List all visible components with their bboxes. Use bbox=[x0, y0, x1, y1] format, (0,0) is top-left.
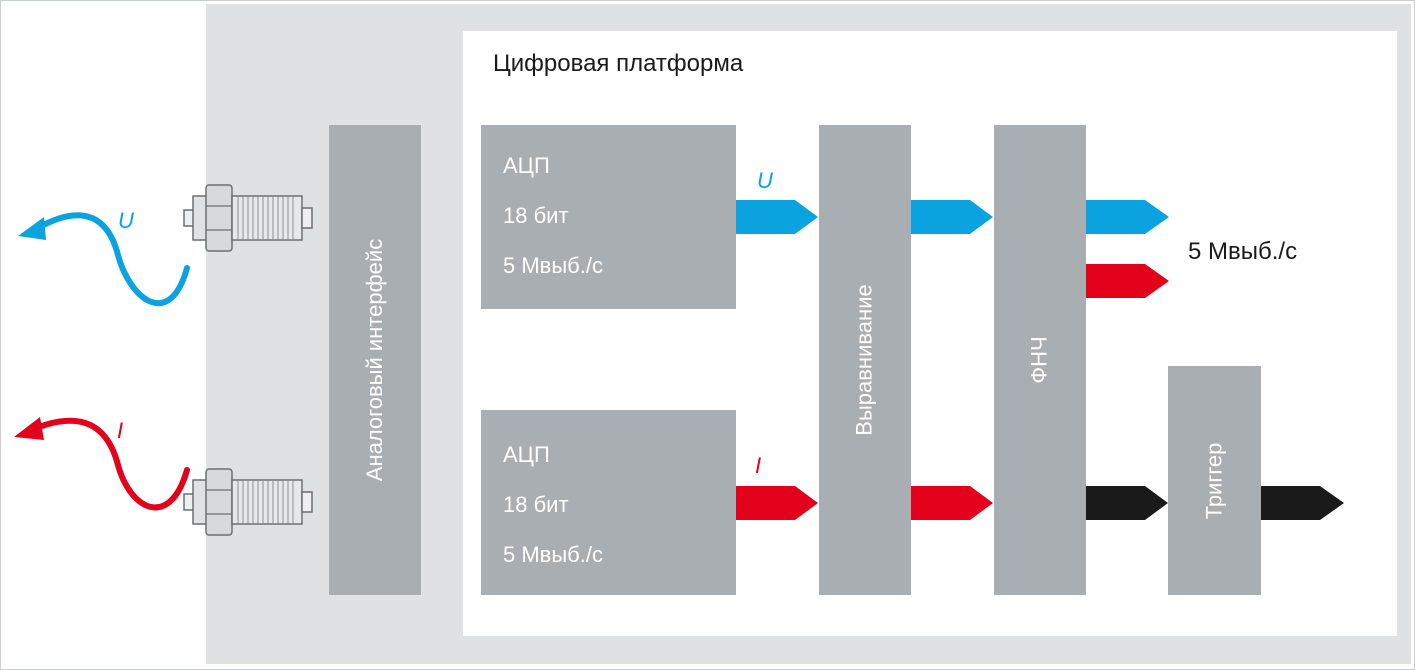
output-rate-label: 5 Мвыб./с bbox=[1188, 238, 1298, 265]
arrow-lpf-to-trigger bbox=[1086, 486, 1168, 520]
i-signal-label-input: I bbox=[117, 418, 124, 443]
alignment-block: Выравнивание bbox=[819, 125, 911, 595]
u-arrow-adc-to-alignment bbox=[736, 200, 818, 234]
u-arrow-alignment-to-lpf bbox=[911, 200, 993, 234]
u-signal-label-input: U bbox=[118, 208, 134, 233]
i-arrow-lpf-output bbox=[1086, 264, 1169, 298]
adc-i-bits: 18 бит bbox=[503, 492, 569, 517]
adc-u-block: АЦП 18 бит 5 Мвыб./с bbox=[481, 125, 736, 309]
i-wave-arrowhead-icon bbox=[14, 417, 44, 440]
adc-i-block: АЦП 18 бит 5 Мвыб./с bbox=[481, 410, 736, 595]
u-arrow-lpf-output bbox=[1086, 200, 1169, 234]
i-arrow-adc-to-alignment bbox=[736, 486, 818, 520]
i-sine-wave-icon bbox=[33, 417, 190, 511]
u-wave-arrowhead-icon bbox=[18, 217, 46, 240]
adc-i-title: АЦП bbox=[503, 442, 550, 467]
adc-u-title: АЦП bbox=[503, 153, 550, 178]
adc-u-rate: 5 Мвыб./с bbox=[503, 253, 603, 278]
platform-title: Цифровая платформа bbox=[493, 50, 744, 77]
u-signal-label-adc: U bbox=[757, 168, 773, 193]
u-sine-wave-icon bbox=[35, 212, 190, 307]
i-arrow-alignment-to-lpf bbox=[911, 486, 993, 520]
bnc-connector-icon bbox=[183, 184, 313, 252]
i-signal-label-adc: I bbox=[755, 453, 762, 478]
adc-i-rate: 5 Мвыб./с bbox=[503, 542, 603, 567]
arrow-trigger-output bbox=[1261, 486, 1344, 520]
lpf-block: ФНЧ bbox=[994, 125, 1086, 595]
trigger-block: Триггер bbox=[1168, 366, 1261, 595]
bnc-connector-icon bbox=[183, 468, 313, 536]
analog-interface-block: Аналоговый интерфейс bbox=[329, 125, 421, 595]
adc-u-bits: 18 бит bbox=[503, 203, 569, 228]
